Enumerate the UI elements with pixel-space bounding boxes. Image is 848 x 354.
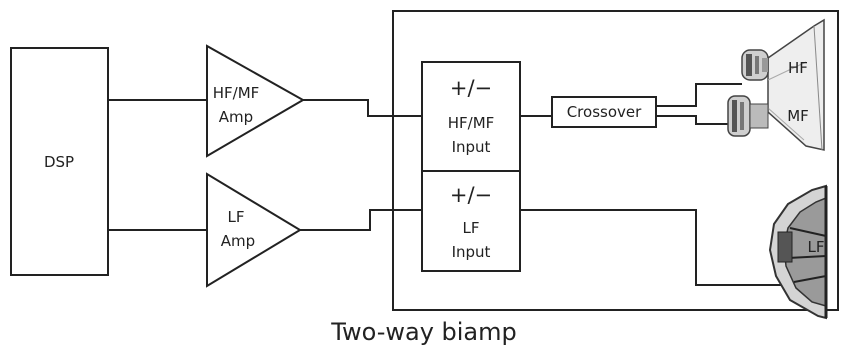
lf-input-box — [421, 170, 521, 272]
mf-driver-icon — [727, 95, 769, 137]
mf-driver-label: MF — [787, 107, 809, 125]
lf-driver-label: LF — [808, 238, 825, 256]
hf-driver-label: HF — [788, 59, 808, 77]
lf-input-label-line1: LF — [463, 219, 480, 237]
wires — [108, 83, 790, 286]
lf-polarity-label: +/− — [450, 183, 492, 207]
diagram-caption: Two-way biamp — [331, 318, 517, 346]
lf-amp-triangle — [206, 172, 302, 288]
hf-mf-polarity-label: +/− — [450, 76, 492, 100]
lf-amp-label-line1: LF — [228, 208, 245, 226]
hf-mf-input-box — [421, 61, 521, 172]
hf-mf-amp-label-line1: HF/MF — [213, 84, 260, 102]
hf-mf-amp-triangle — [206, 44, 306, 158]
horn — [767, 18, 825, 151]
crossover-box — [551, 96, 657, 128]
hf-mf-input-label-line2: Input — [452, 138, 491, 156]
speaker-enclosure — [392, 10, 839, 311]
crossover-label: Crossover — [567, 103, 642, 121]
hf-mf-input-label-line1: HF/MF — [448, 114, 495, 132]
lf-input-label-line2: Input — [452, 243, 491, 261]
hf-driver-icon — [741, 49, 769, 81]
dsp-box — [10, 47, 109, 276]
dsp-label: DSP — [44, 153, 74, 171]
hf-mf-amp-label-line2: Amp — [219, 108, 253, 126]
lf-driver-icon — [768, 184, 828, 320]
lf-amp-label-line2: Amp — [221, 232, 255, 250]
